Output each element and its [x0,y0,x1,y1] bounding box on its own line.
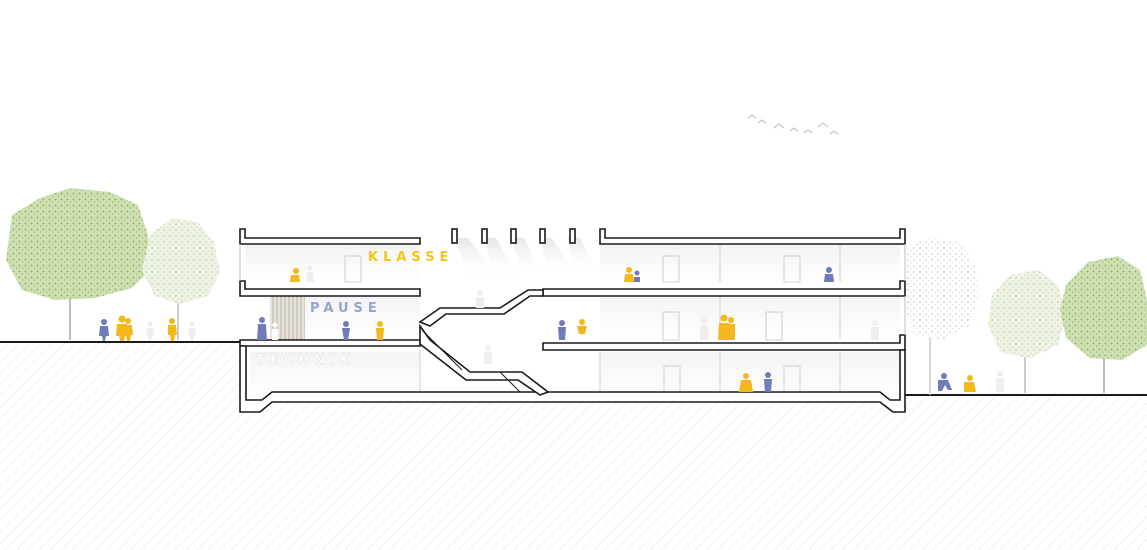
person-figure [624,267,634,282]
people-figures [99,265,1004,392]
person-figure [168,318,177,341]
person-figure [99,319,109,341]
floor-label-technik: TECHNIK [256,353,355,368]
person-figure [484,345,492,364]
person-figure [938,373,952,391]
tree-left-small [142,218,220,340]
person-figure [727,317,735,340]
person-figure [188,321,196,341]
tree-right-large [1060,256,1147,393]
person-figure [476,290,484,308]
floor-label-klasse: KLASSE [368,250,453,265]
person-figure [376,321,384,340]
building-structure [239,228,906,413]
person-figure [739,373,753,392]
person-figure [272,322,278,340]
person-figure [964,375,976,392]
person-figure [634,270,640,282]
tree-right-mid [988,270,1066,393]
birds-icon [747,114,839,135]
person-figure [824,267,834,282]
person-figure [257,317,267,340]
person-figure [996,371,1004,392]
person-figure [764,372,772,392]
person-figure [558,320,566,340]
person-figure [700,318,708,340]
person-figure [146,321,154,341]
tree-left-large [6,188,150,340]
person-figure [577,319,587,334]
person-figure [290,268,300,282]
building-interior [245,244,900,397]
skylight-light-shafts [455,238,598,280]
person-figure [342,321,350,340]
person-figure [124,318,133,341]
floor-label-pause: PAUSE [310,301,382,316]
ground [0,341,1147,550]
person-figure [871,320,879,340]
tree-right-grey [905,236,980,395]
person-figure [306,265,314,282]
